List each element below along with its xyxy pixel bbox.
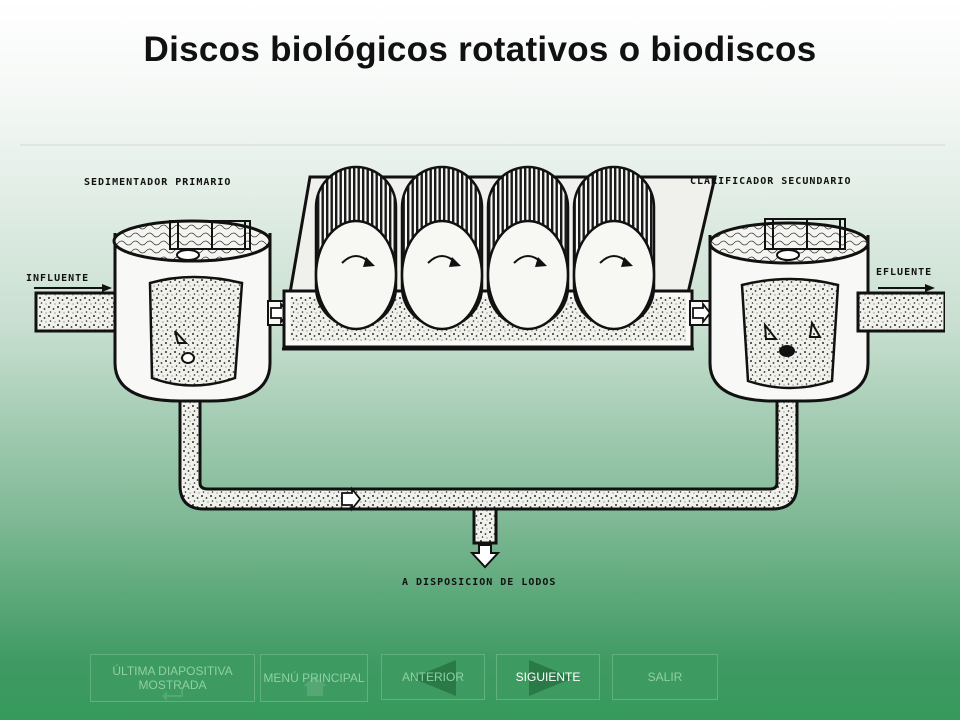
last-viewed-slide-button[interactable]: ÚLTIMA DIAPOSITIVA MOSTRADA (90, 654, 255, 702)
biodisc-diagram-drawing (20, 144, 947, 569)
slide-title: Discos biológicos rotativos o biodiscos (143, 30, 817, 69)
label-primary-settler: SEDIMENTADOR PRIMARIO (84, 177, 232, 188)
sludge-pipe-network (178, 399, 799, 569)
main-menu-button[interactable]: MENÚ PRINCIPAL (260, 654, 368, 702)
home-icon (303, 676, 327, 696)
primary-sedimentation-tank (112, 219, 272, 403)
next-arrow-icon (529, 660, 573, 696)
effluent-pipe (856, 284, 947, 333)
disc-drum-2 (400, 165, 484, 331)
next-slide-button[interactable]: SIGUIENTE (496, 654, 600, 700)
disc-drum-4 (572, 165, 656, 331)
previous-arrow-icon (412, 660, 456, 696)
previous-slide-button[interactable]: ANTERIOR (381, 654, 485, 700)
label-secondary-clarifier: CLARIFICADOR SECUNDARIO (690, 176, 852, 187)
return-arrow-icon (162, 687, 183, 701)
disc-drum-3 (486, 165, 570, 331)
label-effluent: EFLUENTE (876, 267, 933, 278)
main-menu-label: MENÚ PRINCIPAL (263, 671, 365, 685)
exit-button[interactable]: SALIR (612, 654, 718, 700)
label-influent: INFLUENTE (26, 273, 90, 284)
disc-drum-1 (314, 165, 398, 331)
label-sludge-disposal: A DISPOSICION DE LODOS (402, 577, 557, 588)
next-slide-label: SIGUIENTE (515, 670, 581, 684)
biodisc-process-diagram: SEDIMENTADOR PRIMARIO CLARIFICADOR SECUN… (20, 143, 947, 603)
secondary-clarifier-tank (708, 218, 870, 403)
last-viewed-slide-label: ÚLTIMA DIAPOSITIVA MOSTRADA (112, 664, 233, 692)
previous-slide-label: ANTERIOR (401, 670, 464, 684)
exit-label: SALIR (647, 670, 683, 684)
